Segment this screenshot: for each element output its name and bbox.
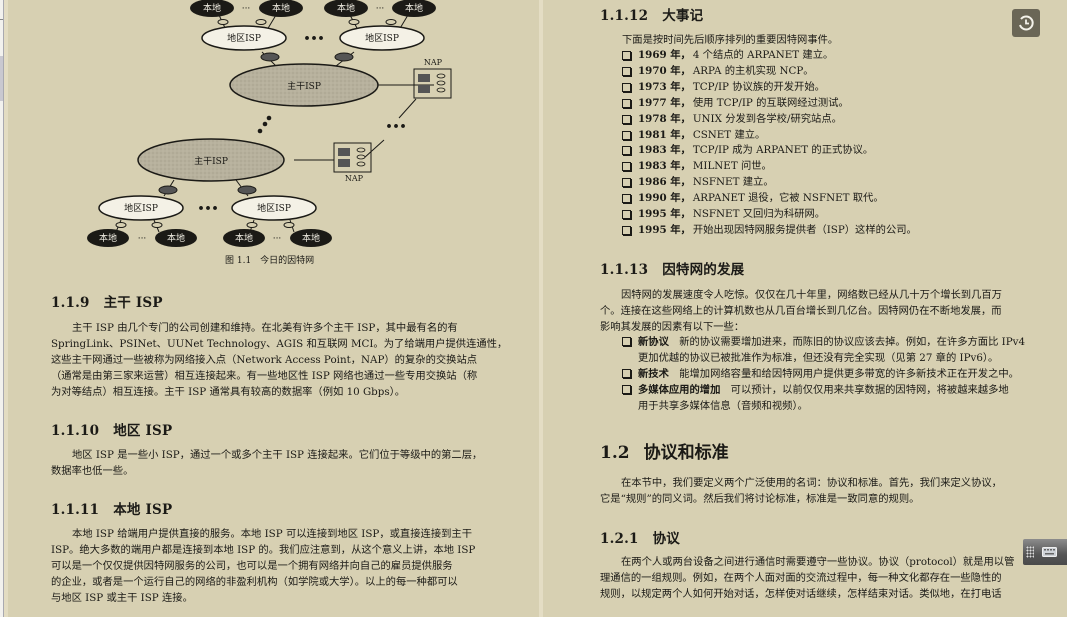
- list-item: 多媒体应用的增加 可以预计，以前仅仅用来共享数据的因特网，将被越来越多地用于共享…: [622, 382, 1025, 414]
- list-item: 1981 年，CSNET 建立。: [622, 128, 917, 144]
- checkbox-bullet-icon: [622, 51, 631, 60]
- svg-text:···: ···: [273, 234, 282, 244]
- svg-text:本地: 本地: [272, 2, 290, 14]
- svg-text:主干ISP: 主干ISP: [194, 155, 228, 167]
- page-gutter: [539, 0, 543, 617]
- edge-mark: [0, 19, 3, 20]
- svg-text:···: ···: [138, 234, 147, 244]
- paragraph-backbone-isp: 主干 ISP 由几个专门的公司创建和维持。在北美有许多个主干 ISP，其中最有名…: [51, 322, 508, 398]
- growth-factors-list: 新协议 新的协议需要增加进来，而陈旧的协议应该去掉。例如，在许多方面比 IPv4…: [622, 334, 1025, 414]
- drag-grip-icon[interactable]: [1026, 546, 1034, 558]
- svg-text:本地: 本地: [167, 232, 185, 244]
- list-item: 1973 年，TCP/IP 协议族的开发开始。: [622, 80, 917, 96]
- list-item: 1978 年，UNIX 分发到各学校/研究站点。: [622, 112, 917, 128]
- checkbox-bullet-icon: [622, 114, 631, 124]
- milestones-intro: 下面是按时间先后顺序排列的重要因特网事件。: [622, 34, 839, 46]
- left-page: 本地 本地 本地 本地 ··· ··· 地区ISP 地区ISP ••• 主干ISP…: [4, 0, 536, 617]
- checkbox-bullet-icon: [622, 225, 631, 235]
- checkbox-bullet-icon: [622, 337, 631, 346]
- svg-text:•••: •••: [197, 202, 218, 215]
- list-item: 新技术 能增加网络容量和给因特网用户提供更多带宽的许多新技术正在开发之中。: [622, 366, 1025, 382]
- svg-text:···: ···: [242, 4, 251, 14]
- list-item: 1983 年，TCP/IP 成为 ARPANET 的正式协议。: [622, 143, 917, 159]
- checkbox-bullet-icon: [622, 82, 631, 92]
- list-item: 新协议 新的协议需要增加进来，而陈旧的协议应该去掉。例如，在许多方面比 IPv4…: [622, 334, 1025, 366]
- svg-text:本地: 本地: [235, 232, 253, 244]
- list-item: 1970 年，ARPA 的主机实现 NCP。: [622, 64, 917, 80]
- svg-text:地区ISP: 地区ISP: [227, 32, 261, 44]
- internet-today-diagram: 本地 本地 本地 本地 ··· ··· 地区ISP 地区ISP ••• 主干ISP…: [87, 0, 452, 247]
- svg-text:•••: •••: [385, 120, 406, 133]
- viewer-left-edge: [0, 0, 4, 617]
- keyboard-widget[interactable]: [1023, 539, 1067, 565]
- paragraph-regional-isp: 地区 ISP 是一些小 ISP，通过一个或多个主干 ISP 连接起来。它们位于等…: [51, 449, 483, 477]
- svg-text:NAP: NAP: [345, 174, 364, 183]
- svg-text:•••: •••: [303, 32, 324, 45]
- checkbox-bullet-icon: [622, 162, 631, 172]
- svg-text:···: ···: [376, 4, 385, 14]
- checkbox-bullet-icon: [622, 178, 631, 188]
- history-icon: [1019, 15, 1034, 31]
- checkbox-bullet-icon: [622, 146, 631, 156]
- list-item: 1986 年，NSFNET 建立。: [622, 175, 917, 191]
- checkbox-bullet-icon: [622, 98, 631, 108]
- history-button[interactable]: [1012, 9, 1040, 37]
- checkbox-bullet-icon: [622, 66, 631, 76]
- svg-text:NAP: NAP: [424, 58, 443, 67]
- list-item: 1969 年，4 个结点的 ARPANET 建立。: [622, 48, 917, 64]
- milestones-list: 1969 年，4 个结点的 ARPANET 建立。 1970 年，ARPA 的主…: [622, 48, 917, 239]
- checkbox-bullet-icon: [622, 194, 631, 204]
- figure-caption: 图 1.1 今日的因特网: [225, 256, 315, 266]
- list-item: 1995 年，NSFNET 又回归为科研网。: [622, 207, 917, 223]
- list-item: 1983 年，MILNET 问世。: [622, 159, 917, 175]
- svg-text:本地: 本地: [405, 2, 423, 14]
- list-item: 1990 年，ARPANET 退役，它被 NSFNET 取代。: [622, 191, 917, 207]
- checkbox-bullet-icon: [622, 130, 631, 140]
- checkbox-bullet-icon: [622, 369, 631, 378]
- svg-text:地区ISP: 地区ISP: [365, 32, 399, 44]
- svg-text:地区ISP: 地区ISP: [124, 202, 158, 214]
- svg-text:地区ISP: 地区ISP: [257, 202, 291, 214]
- paragraph-local-isp: 本地 ISP 给端用户提供直接的服务。本地 ISP 可以连接到地区 ISP，或直…: [51, 528, 476, 604]
- list-item: 1995 年，开始出现因特网服务提供者（ISP）这样的公司。: [622, 223, 917, 239]
- checkbox-bullet-icon: [622, 385, 631, 394]
- svg-text:主干ISP: 主干ISP: [287, 80, 321, 92]
- checkbox-bullet-icon: [622, 210, 631, 220]
- svg-text:本地: 本地: [203, 2, 221, 14]
- svg-text:本地: 本地: [302, 232, 320, 244]
- paragraph-internet-growth: 因特网的发展速度令人吃惊。仅仅在几十年里，网络数已经从几十万个增长到几百万 个。…: [600, 289, 1002, 333]
- list-item: 1977 年，使用 TCP/IP 的互联网经过测试。: [622, 96, 917, 112]
- svg-text:本地: 本地: [337, 2, 355, 14]
- paragraph-protocols-standards: 在本节中，我们要定义两个广泛使用的名词：协议和标准。首先，我们来定义协议， 它是…: [600, 477, 1002, 505]
- paragraph-protocol: 在两个人或两台设备之间进行通信时需要遵守一些协议。协议（protocol）就是用…: [600, 556, 1015, 600]
- svg-text:本地: 本地: [99, 232, 117, 244]
- edge-scroll-mark: [0, 56, 3, 101]
- keyboard-icon: [1042, 547, 1057, 557]
